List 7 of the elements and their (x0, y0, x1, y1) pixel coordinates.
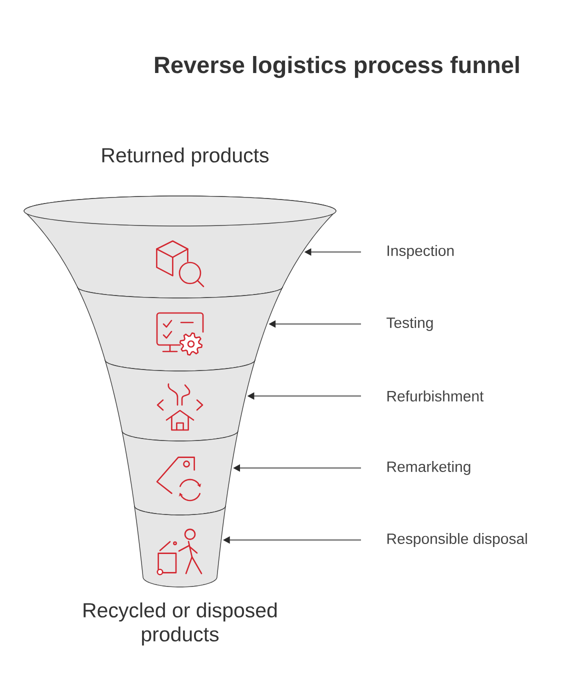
stage-label: Inspection (388, 245, 454, 259)
stage-label: Remarketing (387, 461, 470, 475)
stage-label: Responsible disposal (387, 533, 527, 547)
title: Reverse logistics process funnel (155, 56, 519, 78)
stage-label: Testing (386, 317, 433, 331)
input-label: Returned products (102, 147, 269, 167)
stage-label: Refurbishment (387, 390, 484, 402)
